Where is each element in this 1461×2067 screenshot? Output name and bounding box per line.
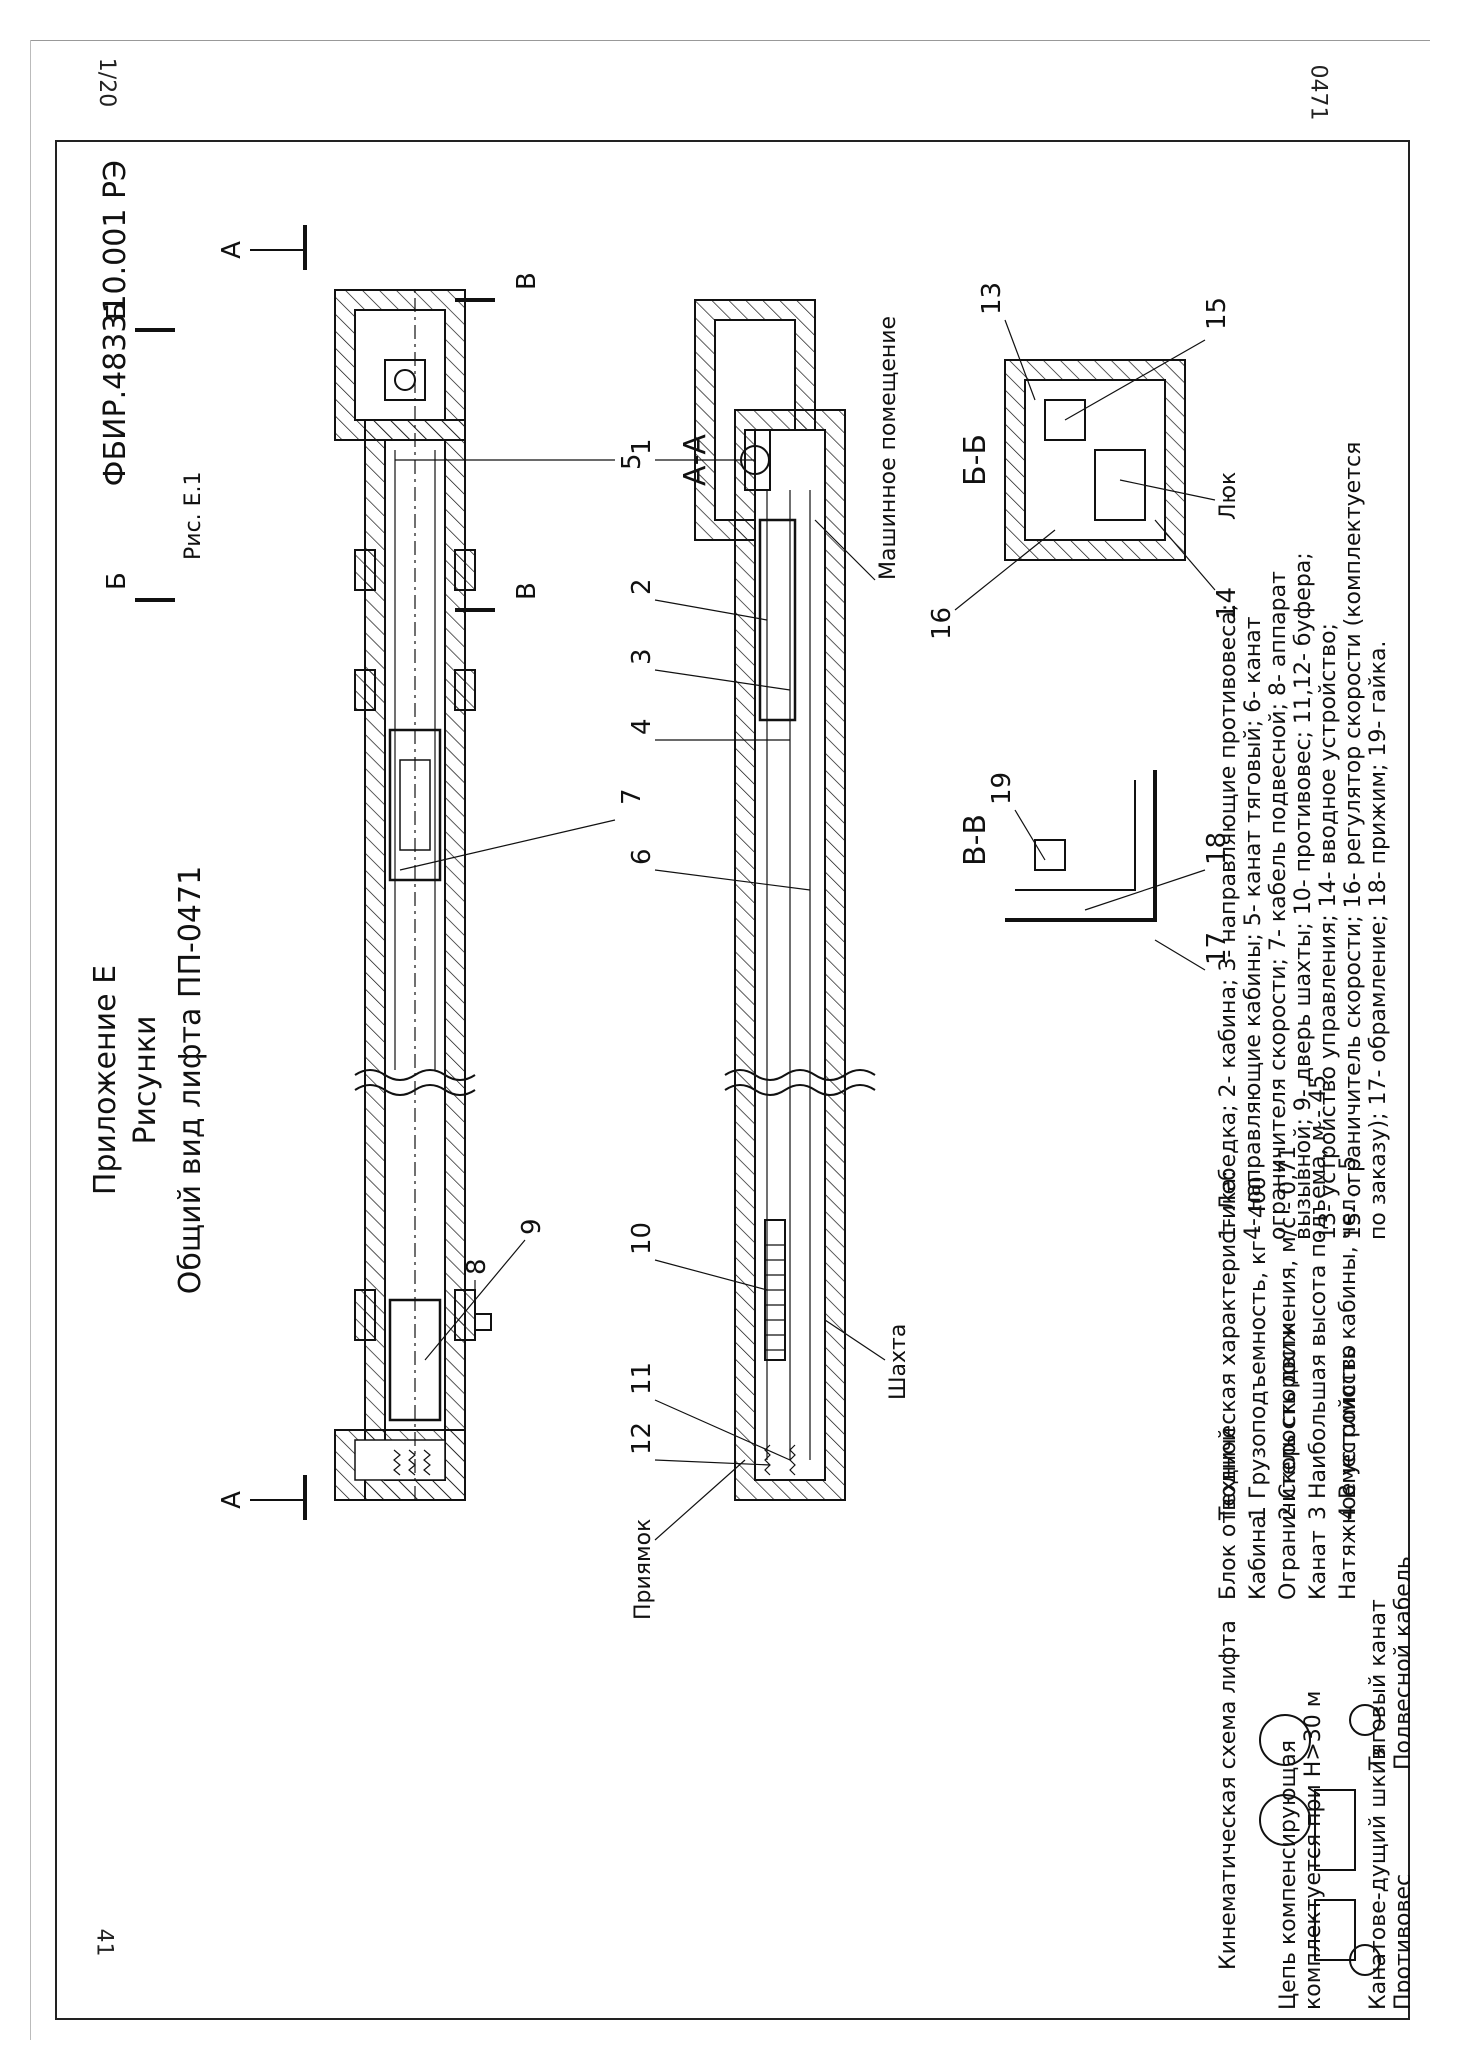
label-cable: Подвесной кабель <box>1391 1556 1410 1770</box>
left-margin-number: 1/20 <box>94 57 120 108</box>
label-limiter: Ограничитель скорости <box>1276 1322 1301 1600</box>
right-margin-number: 0471 <box>1305 64 1331 121</box>
label-hatch: Люк <box>1216 472 1241 520</box>
label-tension: Натяжное устройство <box>1336 1345 1361 1600</box>
kinematic-scheme: Кинематическая схема лифта Канатове-дущи… <box>1216 1322 1410 2010</box>
num-19: 19 <box>987 772 1017 805</box>
mark-b-top: Б <box>102 302 132 320</box>
spec-3: 3 Наибольшая высота подъема, м - 45 <box>1306 1075 1331 1520</box>
mark-a-left: А <box>217 1491 247 1509</box>
label-comp-note: комплектуется при Н>30 м <box>1301 1691 1326 2010</box>
sheave <box>1259 1794 1311 1846</box>
spec-4: 4 Вместимость кабины, чел. - 5 <box>1336 1156 1361 1520</box>
num-10: 10 <box>627 1222 657 1255</box>
num-9: 9 <box>517 1218 547 1235</box>
frame-left <box>55 140 57 2020</box>
figure-caption: Рис. Е.1 <box>181 471 206 560</box>
label-deflector: Блок отводной <box>1216 1427 1241 1600</box>
doc-code: ФБИР.483310.001 РЭ <box>98 160 133 486</box>
section-aa: А-А 1 2 3 4 <box>627 299 911 1620</box>
mark-v-bottom: В <box>512 582 542 600</box>
legend-line-6: 15- ограничитель скорости; 16- регулятор… <box>1341 442 1366 1240</box>
kinematic-title: Кинематическая схема лифта <box>1216 1620 1241 1970</box>
plan-view: 7 5 8 9 А А Б Б В В Рис. Е.1 <box>102 225 647 1520</box>
top-border <box>30 40 1430 41</box>
frame-right <box>1408 140 1410 2020</box>
num-4: 4 <box>627 718 657 735</box>
label-counterweight: Противовес <box>1391 1874 1410 2010</box>
mark-v-top: В <box>512 272 542 290</box>
specs-title: Техническая характеристика: <box>1216 1170 1241 1521</box>
num-1: 1 <box>627 438 657 455</box>
legend-line-1: 1- Лебедка; 2- кабина; 3- направляющие п… <box>1216 604 1241 1240</box>
num-15: 15 <box>1202 297 1232 330</box>
label-sheave: Канатове-дущий шкив <box>1366 1747 1391 2010</box>
deflector <box>1259 1714 1311 1766</box>
drawing-sheet: ФБИР.483310.001 РЭ Приложение Е Рисунки … <box>55 140 1410 2020</box>
appendix-title: Приложение Е <box>88 965 123 1195</box>
legend-line-2: 4- направляющие кабины; 5- канат тяговый… <box>1241 616 1266 1240</box>
cabin-box <box>1314 1789 1356 1871</box>
section-vv: В-В 19 18 17 <box>958 770 1232 971</box>
figure-title: Общий вид лифта ПП-0471 <box>173 866 208 1294</box>
num-7-plan: 7 <box>617 788 647 805</box>
num-18: 18 <box>1202 832 1232 865</box>
num-14: 14 <box>1212 587 1242 620</box>
num-5-plan: 5 <box>617 453 647 470</box>
label-pit: Приямок <box>631 1519 656 1620</box>
label-cabin: Кабина <box>1246 1515 1271 1600</box>
label-comp-chain: Цепь компенсирующая <box>1276 1740 1301 2010</box>
left-border <box>30 40 31 2040</box>
spec-1: 1 Грузоподъемность, кг - 400 <box>1246 1176 1271 1520</box>
num-2: 2 <box>627 578 657 595</box>
label-shaft: Шахта <box>886 1324 911 1400</box>
section-bb: Б-Б 13 14 Люк 15 16 <box>927 282 1242 640</box>
mark-a-right: А <box>217 241 247 259</box>
label-rope: Канат <box>1306 1530 1331 1600</box>
num-6: 6 <box>627 848 657 865</box>
legend-line-4: вызывной; 9- дверь шахты; 10- противовес… <box>1291 552 1316 1240</box>
rotated-content: ФБИР.483310.001 РЭ Приложение Е Рисунки … <box>55 140 1410 2020</box>
label-machine-room: Машинное помещение <box>876 316 901 580</box>
num-16: 16 <box>927 607 957 640</box>
spec-2: 2 Скорость движения, м/с - 0,71 <box>1276 1146 1301 1520</box>
counterweight-box <box>1314 1899 1356 1961</box>
num-8: 8 <box>462 1258 492 1275</box>
label-traction-rope: Тяговый канат <box>1366 1599 1391 1771</box>
frame-bottom <box>55 2018 1410 2020</box>
mark-b-bottom: Б <box>102 572 132 590</box>
legend-line-7: по заказу); 17- обрамление; 18- прижим; … <box>1366 641 1391 1240</box>
num-13: 13 <box>977 282 1007 315</box>
section-title: Рисунки <box>128 1015 163 1144</box>
title-vv: В-В <box>958 814 993 866</box>
frame-top <box>55 140 1410 142</box>
num-12: 12 <box>627 1422 657 1455</box>
legend-line-5: 13- устройство управления; 14- вводное у… <box>1316 623 1341 1240</box>
drawing-svg: ФБИР.483310.001 РЭ Приложение Е Рисунки … <box>88 160 1410 2010</box>
num-17: 17 <box>1202 932 1232 965</box>
num-3: 3 <box>627 648 657 665</box>
num-11: 11 <box>627 1362 657 1395</box>
specs-block: Техническая характеристика: 1 Грузоподъе… <box>1216 1075 1361 1521</box>
legend-block: 1- Лебедка; 2- кабина; 3- направляющие п… <box>1216 442 1391 1240</box>
legend-line-3: ограничителя скорости; 7- кабель подвесн… <box>1266 571 1291 1240</box>
title-bb: Б-Б <box>958 434 993 486</box>
